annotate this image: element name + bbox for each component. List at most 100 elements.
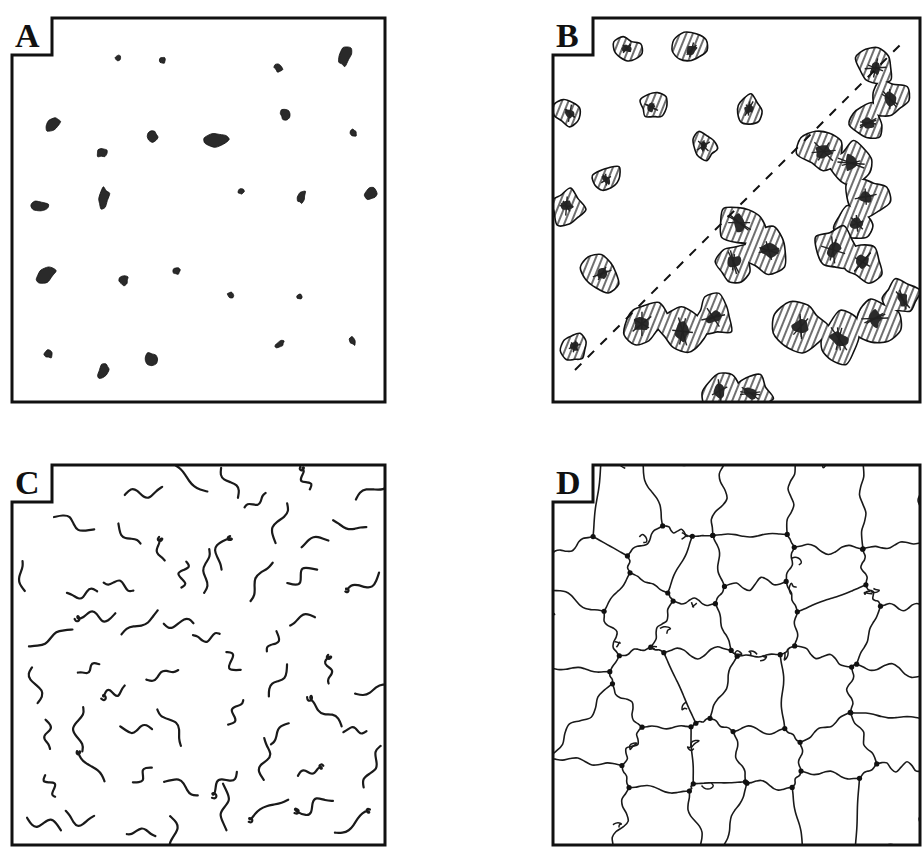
- network-strand: [797, 585, 866, 612]
- network-strand: [545, 557, 549, 589]
- network-strand: [737, 654, 780, 657]
- core-streak: [707, 308, 719, 327]
- network-strand: [859, 764, 876, 778]
- wavy-segment: [44, 720, 51, 749]
- junction: [627, 570, 632, 575]
- core-streak: [814, 142, 832, 160]
- junction: [590, 534, 595, 539]
- junction: [639, 725, 644, 730]
- wavy-segment: [307, 696, 342, 726]
- zone-fill: [856, 48, 891, 82]
- precipitate: [339, 47, 352, 67]
- network-strand: [792, 771, 801, 787]
- wavy-segment: [343, 727, 366, 733]
- wavy-segment: [104, 580, 134, 591]
- junction: [710, 533, 715, 538]
- zone-edge: [561, 334, 585, 359]
- hatched-zone: [738, 94, 761, 123]
- network-strand: [544, 668, 551, 758]
- core-streak: [759, 248, 778, 254]
- precipitate: [147, 131, 158, 143]
- network-strand: [691, 727, 693, 784]
- wavy-segment: [245, 493, 266, 507]
- curl: [818, 459, 827, 468]
- junction: [849, 664, 854, 669]
- junction: [778, 652, 783, 657]
- zone-fill: [553, 189, 586, 225]
- network-strand: [733, 732, 745, 782]
- core-streak: [598, 267, 606, 280]
- wavy-segment: [251, 563, 273, 601]
- zone-fill: [773, 302, 829, 352]
- panel-letter: C: [15, 466, 40, 500]
- curl: [692, 602, 697, 607]
- network-strand: [663, 526, 693, 536]
- wavy-segment: [101, 685, 124, 700]
- curl: [649, 646, 657, 649]
- junction: [792, 545, 797, 550]
- wavy-segment: [175, 465, 207, 491]
- network-strand: [651, 601, 673, 647]
- junction: [710, 533, 715, 538]
- core-streak: [566, 196, 567, 215]
- wavy-segment: [146, 670, 178, 681]
- network-strand: [544, 589, 551, 667]
- hatched-zone: [641, 93, 666, 116]
- network-strand: [847, 667, 854, 712]
- zone-edge: [856, 48, 891, 82]
- network-strand: [629, 786, 689, 794]
- wavy-segment: [127, 829, 156, 837]
- wavy-segment: [269, 664, 287, 696]
- panel-border: [12, 18, 385, 402]
- core-streak: [680, 318, 686, 344]
- core-streak: [745, 101, 753, 115]
- network-strand: [795, 456, 863, 463]
- zone-edge: [694, 132, 717, 160]
- junction: [671, 598, 676, 603]
- panel-border: [553, 465, 920, 845]
- curl: [639, 535, 646, 543]
- zone-edge: [738, 94, 761, 123]
- zone-edge: [593, 167, 619, 190]
- panel-letter: D: [556, 466, 581, 500]
- precipitate: [204, 134, 230, 148]
- network-strand: [546, 757, 549, 759]
- network-strand: [547, 850, 613, 853]
- network-strand: [548, 757, 622, 765]
- core-streak: [865, 189, 866, 205]
- core-streak: [838, 158, 864, 168]
- zone-edge: [883, 279, 920, 310]
- core-streak: [800, 316, 801, 337]
- network-strand: [692, 535, 712, 537]
- panel-outline: [12, 18, 385, 402]
- precipitate: [227, 292, 233, 298]
- wavy-segment: [203, 549, 210, 593]
- network-strand: [593, 537, 627, 556]
- junction: [878, 604, 883, 609]
- junction: [607, 669, 612, 674]
- precipitate: [349, 336, 355, 345]
- boundary-line: [575, 40, 905, 370]
- wavy-segment: [121, 610, 157, 634]
- core-streak: [740, 392, 760, 395]
- wavy-segment: [221, 784, 229, 830]
- core: [621, 44, 631, 52]
- network-strand: [547, 458, 601, 460]
- junction: [601, 609, 606, 614]
- curl: [547, 613, 555, 621]
- core-streak: [740, 392, 760, 395]
- curl: [784, 649, 788, 660]
- junction: [860, 547, 865, 552]
- hatched-zone: [553, 189, 586, 225]
- zone-edge: [695, 294, 731, 333]
- curl: [630, 743, 637, 750]
- network-strand: [851, 713, 877, 764]
- precipitate: [364, 187, 377, 199]
- precipitate: [173, 268, 180, 275]
- core-streak: [800, 314, 802, 339]
- wavy-segment: [363, 746, 381, 788]
- network-strand: [610, 656, 619, 672]
- network-strand: [795, 646, 852, 667]
- network-strand: [918, 459, 924, 542]
